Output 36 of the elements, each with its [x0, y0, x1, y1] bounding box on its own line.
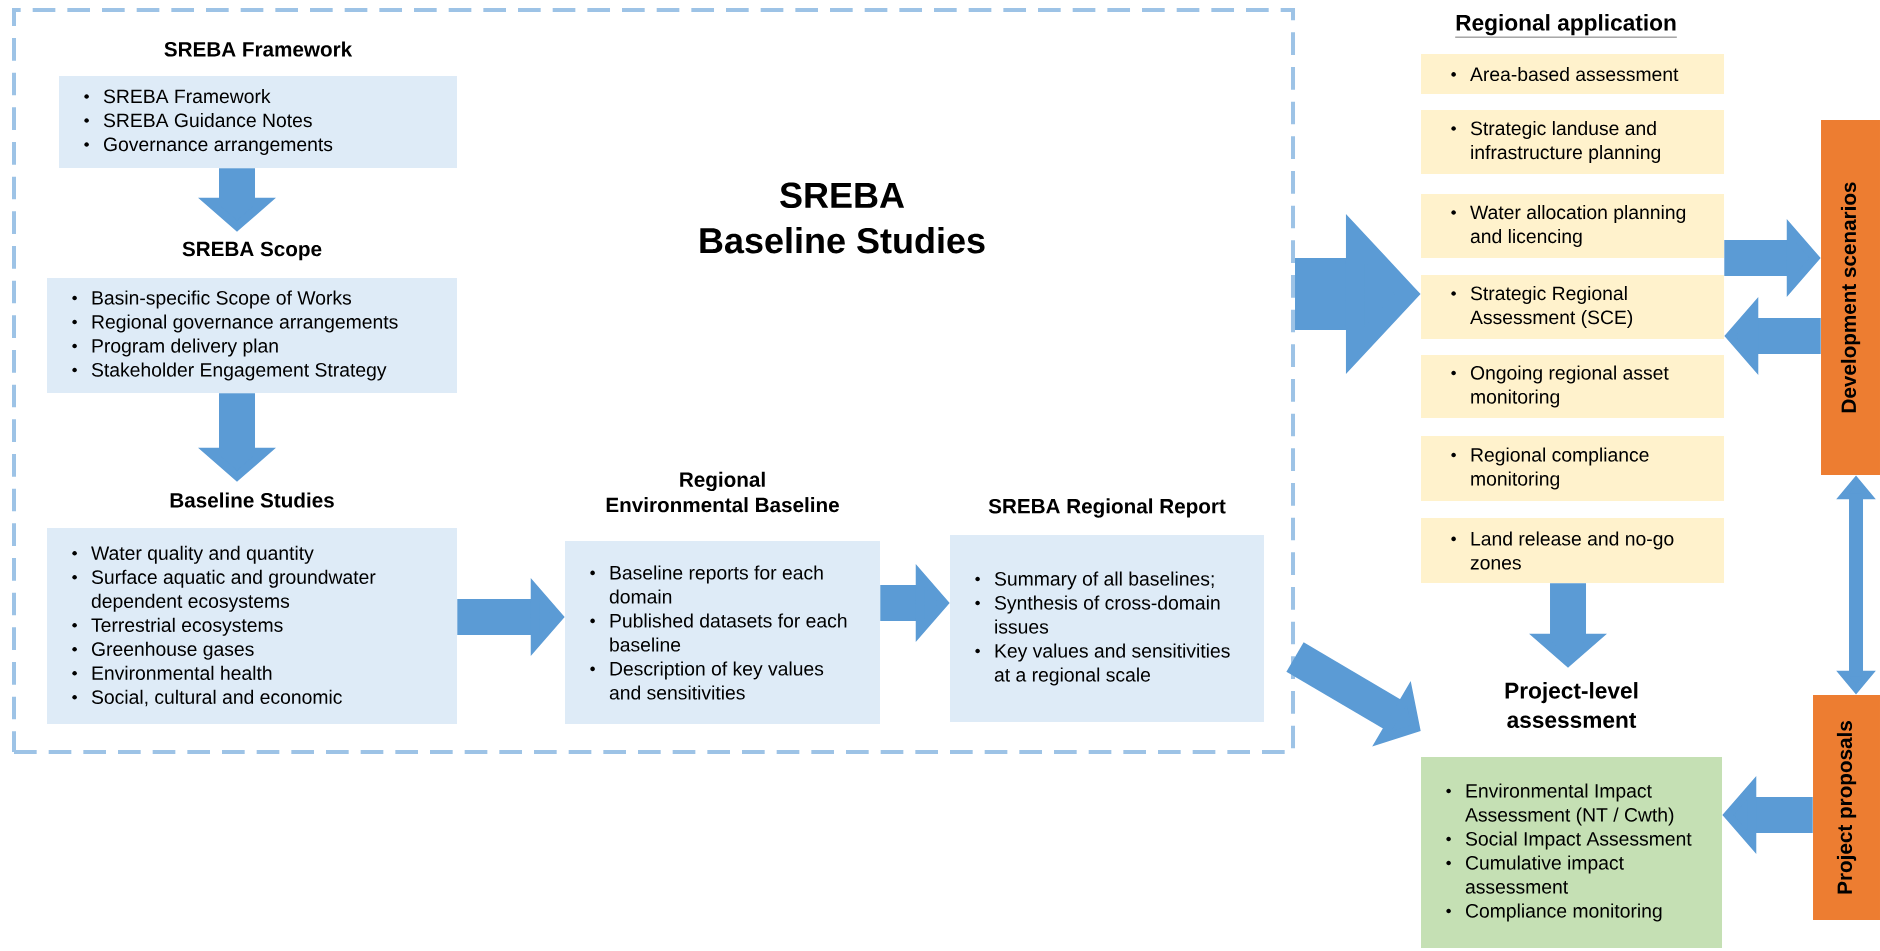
- box-heading: Baseline Studies: [170, 492, 334, 508]
- node-label: Social, cultural and economic: [91, 689, 342, 707]
- box-heading: SREBA Regional Report: [988, 498, 1226, 518]
- node-label: Social Impact Assessment: [1465, 831, 1692, 850]
- node-label: Cumulative impact assessment: [1465, 855, 1624, 894]
- node-label: Environmental Impact Assessment (NT / Cwth): [1465, 783, 1674, 826]
- node-label: Surface aquatic and groundwater dependent ecosystems: [91, 569, 376, 612]
- bullet-box: Water quality and quantity Surface aquatic and groundwater dependent ecosystems Terrestrial ecosystems Greenhouse gases Environmental health Social, cultural and economic: [47, 528, 457, 724]
- box-heading: SREBA Framework: [164, 41, 353, 57]
- box-heading: Project-level assessment: [1505, 682, 1638, 728]
- bullet-box: Land release and no-go zones: [1421, 518, 1724, 583]
- box-heading: SREBA Scope: [182, 241, 322, 261]
- bullet-box: Water allocation planning and licencing: [1421, 194, 1724, 258]
- box-heading: Regional Environmental Baseline: [606, 471, 839, 513]
- side-bar: Project proposals: [1813, 695, 1880, 920]
- bullet-box: Strategic landuse and infrastructure planning: [1421, 110, 1724, 174]
- bullet-box: Ongoing regional asset monitoring: [1421, 355, 1724, 418]
- bullet-box: Baseline reports for each domain Published datasets for each baseline Description of key values and sensitivities: [565, 541, 880, 724]
- bullet-box: Environmental Impact Assessment (NT / Cwth) Social Impact Assessment Cumulative impact assessment Compliance monitoring: [1421, 757, 1722, 948]
- node-label: Greenhouse gases: [91, 641, 254, 660]
- bullet-box: Strategic Regional Assessment (SCE): [1421, 275, 1724, 339]
- bullet-box: Basin-specific Scope of Works Regional governance arrangements Program delivery plan Stakeholder Engagement Strategy: [47, 278, 457, 393]
- node-label: Basin-specific Scope of Works: [92, 290, 352, 309]
- node-label: Water quality and quantity: [91, 545, 314, 564]
- node-label: Compliance monitoring: [1466, 903, 1662, 922]
- node-label: Stakeholder Engagement Strategy: [91, 362, 387, 381]
- bullet-box: Area-based assessment: [1421, 54, 1724, 94]
- bullet-box: Regional compliance monitoring: [1421, 436, 1724, 501]
- side-bar: Development scenarios: [1821, 120, 1880, 475]
- node-label: Environmental health: [92, 665, 272, 680]
- node-label: Program delivery plan: [92, 338, 278, 357]
- node-label: Terrestrial ecosystems: [91, 617, 283, 636]
- node-label: Regional governance arrangements: [92, 314, 398, 333]
- frame-title: SREBA Baseline Studies: [700, 182, 985, 254]
- bullet-box: Summary of all baselines; Synthesis of cross-domain issues Key values and sensitivities at a regional scale: [950, 535, 1264, 722]
- bullet-box: SREBA Framework SREBA Guidance Notes Governance arrangements: [59, 76, 457, 168]
